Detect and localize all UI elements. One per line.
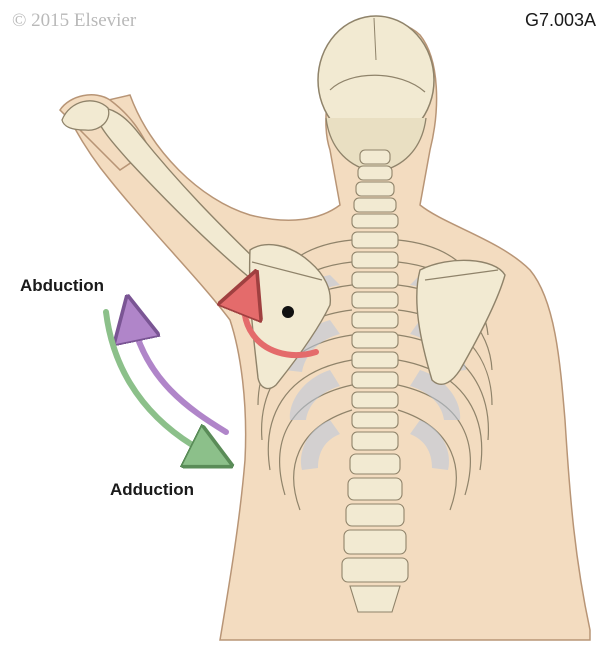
right-scapula (416, 259, 506, 386)
figure-code: G7.003A (524, 10, 596, 30)
adduction-label: Adduction (110, 480, 195, 499)
skull-suture (329, 74, 426, 93)
abduction-arrow (132, 318, 229, 435)
copyright-notice: © 2015 Elsevier (12, 10, 137, 31)
vertebral-column (341, 149, 409, 613)
rotation-axis-dot (282, 306, 294, 318)
forearm-bone (61, 100, 110, 131)
abduction-label: Abduction (20, 276, 105, 295)
rotation-arrow (245, 292, 319, 358)
adduction-arrow (103, 309, 212, 456)
